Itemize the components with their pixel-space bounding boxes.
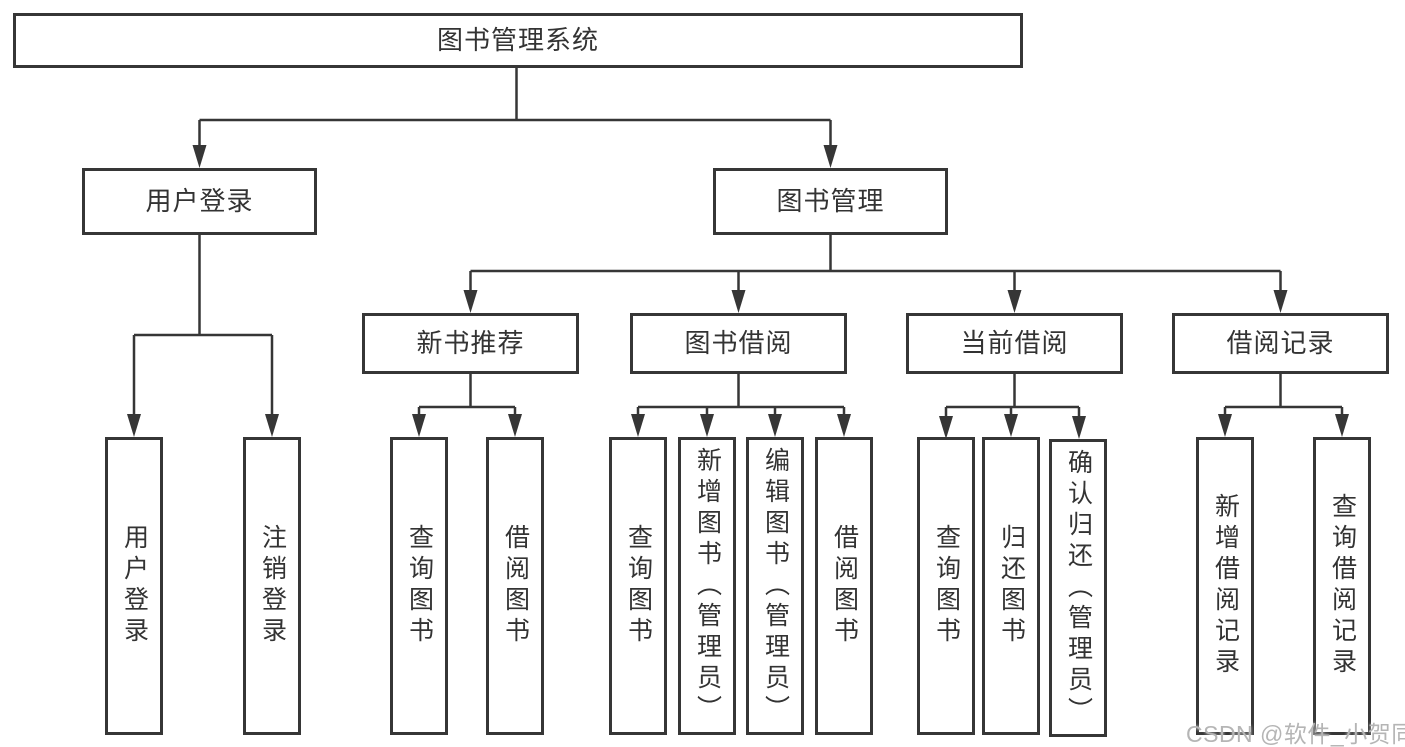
leaf-user-login: 用户登录 — [105, 437, 163, 735]
leaf-logout: 注销登录 — [243, 437, 301, 735]
node-root-library-management-system: 图书管理系统 — [13, 13, 1023, 68]
leaf-add-borrow-record: 新增借阅记录 — [1196, 437, 1254, 735]
node-borrowing-records: 借阅记录 — [1172, 313, 1389, 374]
leaf-borrow-books-recommend: 借阅图书 — [486, 437, 544, 735]
csdn-watermark: CSDN @软件_小贺同学 — [1186, 721, 1405, 747]
node-book-borrowing: 图书借阅 — [630, 313, 847, 374]
node-book-management: 图书管理 — [713, 168, 948, 235]
leaf-confirm-return-admin: 确认归还（管理员） — [1049, 439, 1107, 737]
node-user-login: 用户登录 — [82, 168, 317, 235]
leaf-borrow-books: 借阅图书 — [815, 437, 873, 735]
leaf-edit-books-admin: 编辑图书（管理员） — [746, 437, 804, 735]
leaf-query-books-current: 查询图书 — [917, 437, 975, 735]
leaf-query-borrow-record: 查询借阅记录 — [1313, 437, 1371, 735]
leaf-query-books-recommend: 查询图书 — [390, 437, 448, 735]
node-current-borrowing: 当前借阅 — [906, 313, 1123, 374]
leaf-query-books-borrow: 查询图书 — [609, 437, 667, 735]
node-new-book-recommendation: 新书推荐 — [362, 313, 579, 374]
leaf-add-books-admin: 新增图书（管理员） — [678, 437, 736, 735]
leaf-return-books: 归还图书 — [982, 437, 1040, 735]
